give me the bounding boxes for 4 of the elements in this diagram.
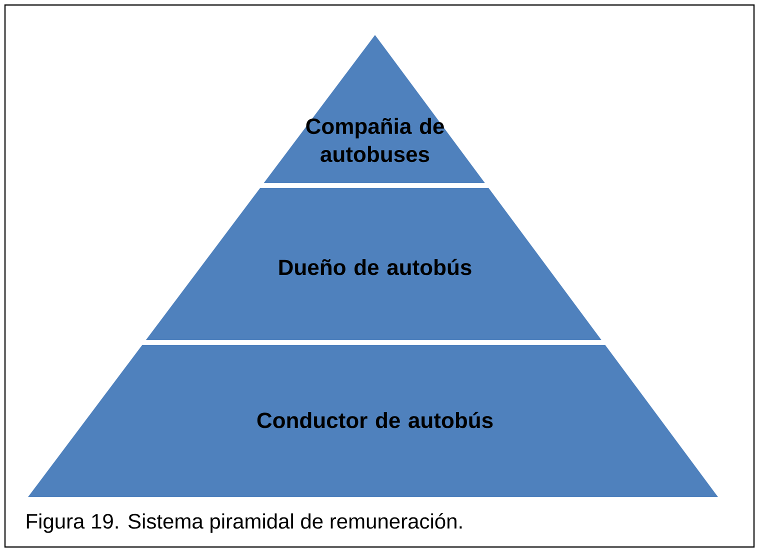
caption: Figura 19. Sistema piramidal de remuneración. [26, 513, 462, 533]
pyramid-tier: Compañia de autobuses [264, 35, 485, 183]
pyramid-tier: Dueño de autobús [146, 188, 602, 340]
pyramid-tier: Conductor de autobús [28, 345, 718, 497]
